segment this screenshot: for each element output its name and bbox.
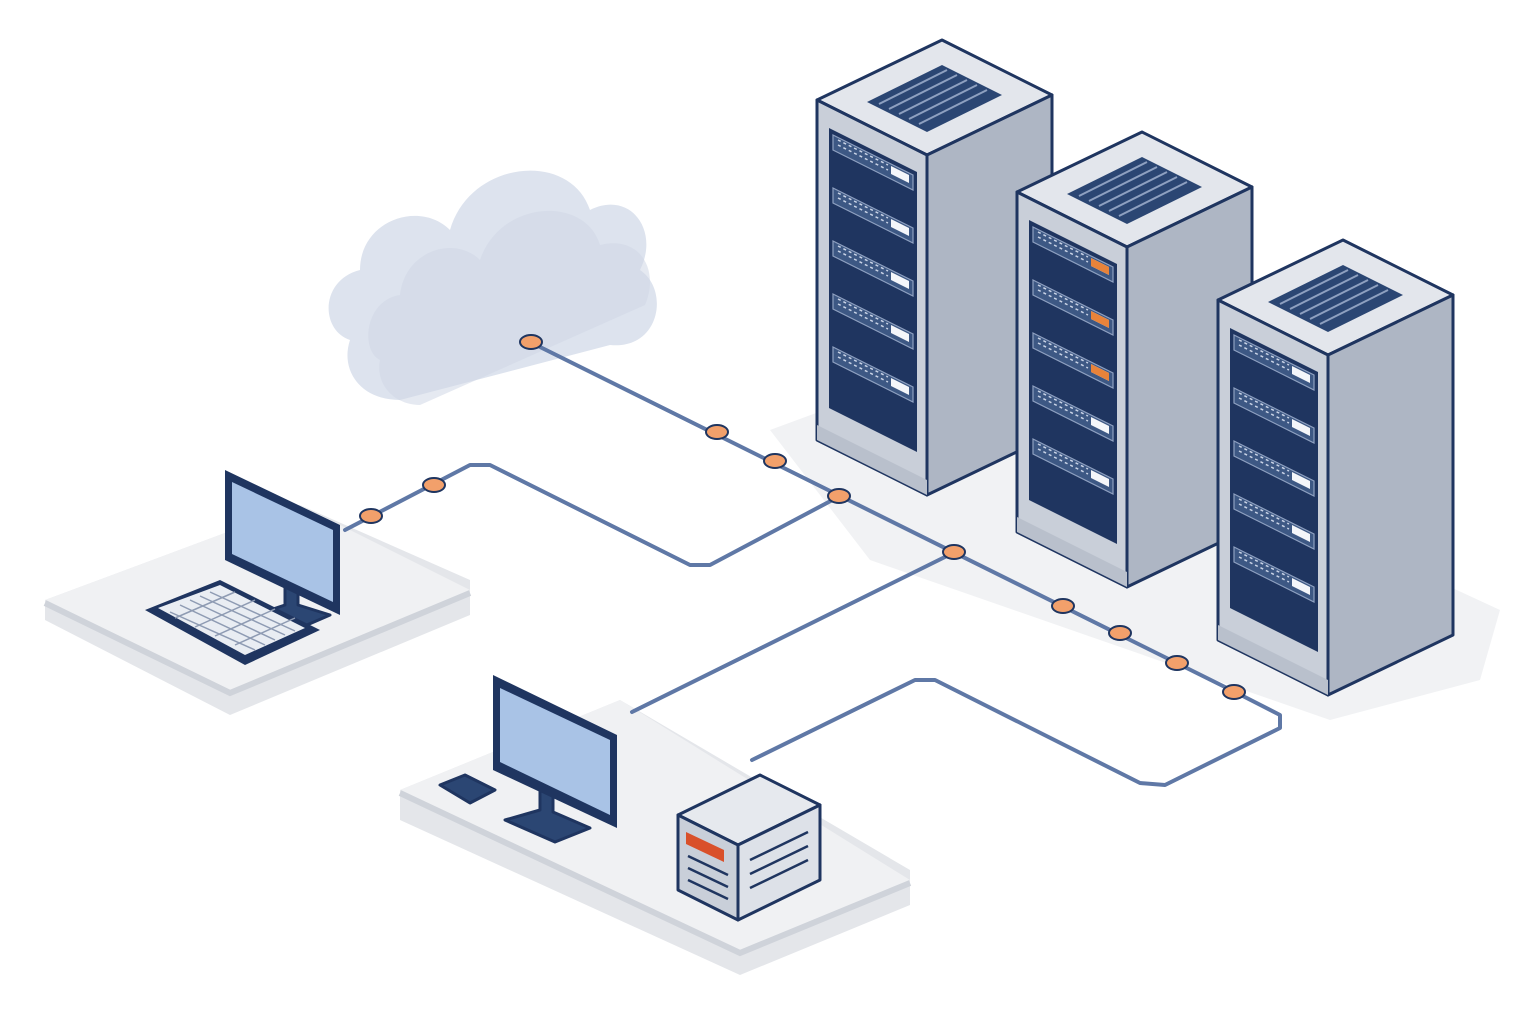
- node-dot: [705, 424, 729, 440]
- workstation-b: [438, 675, 617, 844]
- node-dot: [763, 453, 787, 469]
- mouse-pad-icon: [438, 773, 497, 805]
- cable-workstation-a-to-rack-1: [343, 463, 842, 567]
- cable-cloud-to-rack-3: [528, 340, 1282, 787]
- node-dot: [519, 334, 543, 350]
- workstation-b-platform: [398, 700, 912, 975]
- cable-workstation-b-to-rack-2: [630, 550, 957, 714]
- storage-server-icon: [676, 773, 822, 922]
- cloud-icon: [328, 170, 657, 405]
- server-rack-icon: [1216, 238, 1455, 697]
- node-dot: [1108, 625, 1132, 641]
- node-dot: [359, 508, 383, 524]
- node-dot: [422, 477, 446, 493]
- node-dot: [1165, 655, 1189, 671]
- alert-led-icon: [1091, 364, 1109, 381]
- node-dot: [1222, 684, 1246, 700]
- connection-nodes: [359, 334, 1246, 700]
- network-cables: [343, 340, 1282, 787]
- keyboard-icon: [145, 580, 320, 665]
- alert-led-icon: [1091, 311, 1109, 328]
- node-dot: [942, 544, 966, 560]
- alert-led-icon: [1091, 258, 1109, 275]
- node-dot: [1051, 598, 1075, 614]
- server-rack-icon: [1015, 130, 1254, 589]
- workstation-a: [145, 470, 340, 665]
- node-dot: [827, 488, 851, 504]
- monitor-icon: [493, 675, 617, 844]
